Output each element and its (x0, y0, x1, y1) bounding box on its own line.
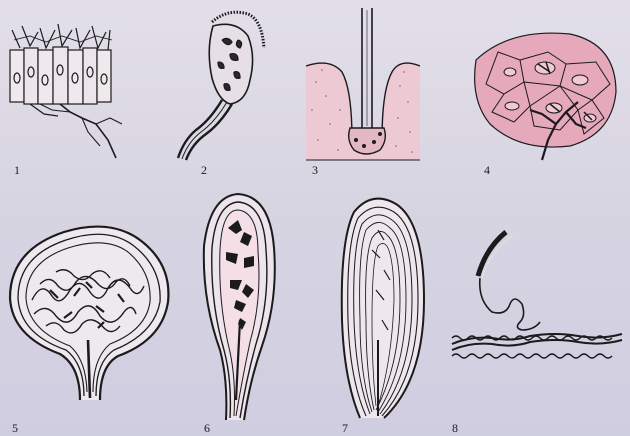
panel-label-5: 5 (12, 421, 18, 436)
panel-label-2: 2 (201, 163, 207, 178)
panel-label-7: 7 (342, 421, 348, 436)
panel-label-1: 1 (14, 163, 20, 178)
panel-3-drawing (306, 8, 420, 160)
panel-6-drawing (204, 194, 275, 420)
panel-8-drawing (452, 232, 622, 358)
panel-4-drawing (475, 33, 616, 160)
panel-label-8: 8 (452, 421, 458, 436)
panel-label-6: 6 (204, 421, 210, 436)
panel-2-drawing (178, 12, 264, 160)
panel-5-drawing (10, 227, 168, 400)
panel-7-drawing (342, 199, 424, 418)
panel-1-drawing (10, 24, 122, 158)
panel-label-4: 4 (484, 163, 490, 178)
panel-label-3: 3 (312, 163, 318, 178)
